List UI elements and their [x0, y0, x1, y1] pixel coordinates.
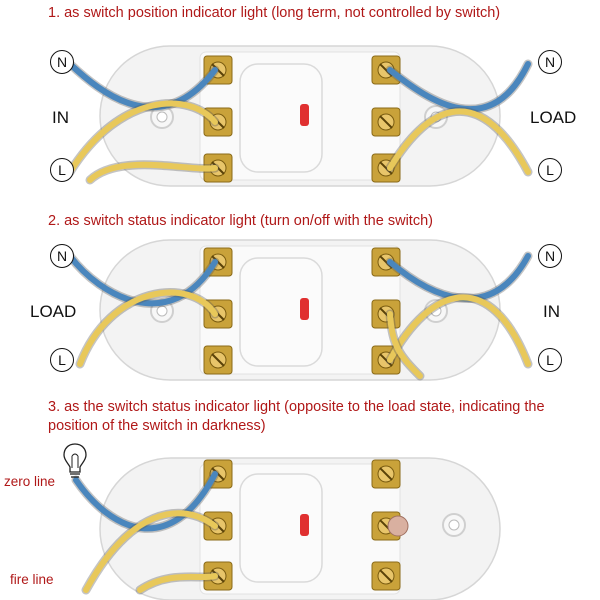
load-label-2: LOAD [30, 302, 77, 321]
load-label-1: LOAD [530, 108, 577, 127]
neutral-terminal-left-1: N [50, 50, 74, 74]
yellow-wire [87, 161, 218, 183]
screw-slot [379, 115, 393, 129]
caption-section-2: 2. as switch status indicator light (tur… [48, 213, 433, 229]
rocker-button [239, 63, 323, 173]
yellow-wire [387, 311, 423, 379]
screw-slot [379, 255, 393, 269]
light-bulb-icon [63, 443, 87, 478]
in-label-1: IN [52, 108, 69, 127]
yellow-wire [77, 289, 218, 367]
live-terminal-left-2: L [50, 348, 74, 372]
live-terminal-right-1: L [538, 158, 562, 182]
indicator-resistor [387, 515, 409, 537]
yellow-wire [387, 294, 531, 367]
indicator-light [300, 298, 309, 320]
switch-diagram-1 [65, 45, 533, 187]
yellow-wire [83, 510, 218, 593]
live-terminal-left-1: L [50, 158, 74, 182]
in-label-2: IN [543, 302, 560, 321]
yellow-wire [137, 573, 218, 593]
fire-line-label: fire line [10, 572, 54, 587]
neutral-terminal-left-2: N [50, 244, 74, 268]
mounting-hole-center [156, 305, 168, 317]
indicator-light [300, 514, 309, 536]
screw-slot [379, 569, 393, 583]
yellow-wire [67, 100, 218, 175]
mounting-hole-center [156, 111, 168, 123]
screw-slot [379, 467, 393, 481]
screw-slot [379, 353, 393, 367]
caption-section-3-line-1: 3. as the switch status indicator light … [48, 399, 545, 415]
live-terminal-right-2: L [538, 348, 562, 372]
screw-slot [379, 63, 393, 77]
indicator-light [300, 104, 309, 126]
yellow-wire [387, 108, 531, 175]
neutral-terminal-right-2: N [538, 244, 562, 268]
mounting-hole-center [448, 519, 460, 531]
neutral-terminal-right-1: N [538, 50, 562, 74]
caption-section-1: 1. as switch position indicator light (l… [48, 5, 501, 21]
caption-section-3-line-2: position of the switch in darkness) [48, 418, 266, 434]
switch-diagram-3 [71, 457, 501, 600]
screw-slot [211, 353, 225, 367]
rocker-button [239, 473, 323, 583]
screw-slot [379, 161, 393, 175]
rocker-button [239, 257, 323, 367]
blue-wire [387, 61, 531, 113]
zero-line-label: zero line [4, 474, 56, 489]
blue-wire [67, 61, 218, 111]
switch-diagram-2 [65, 239, 533, 381]
